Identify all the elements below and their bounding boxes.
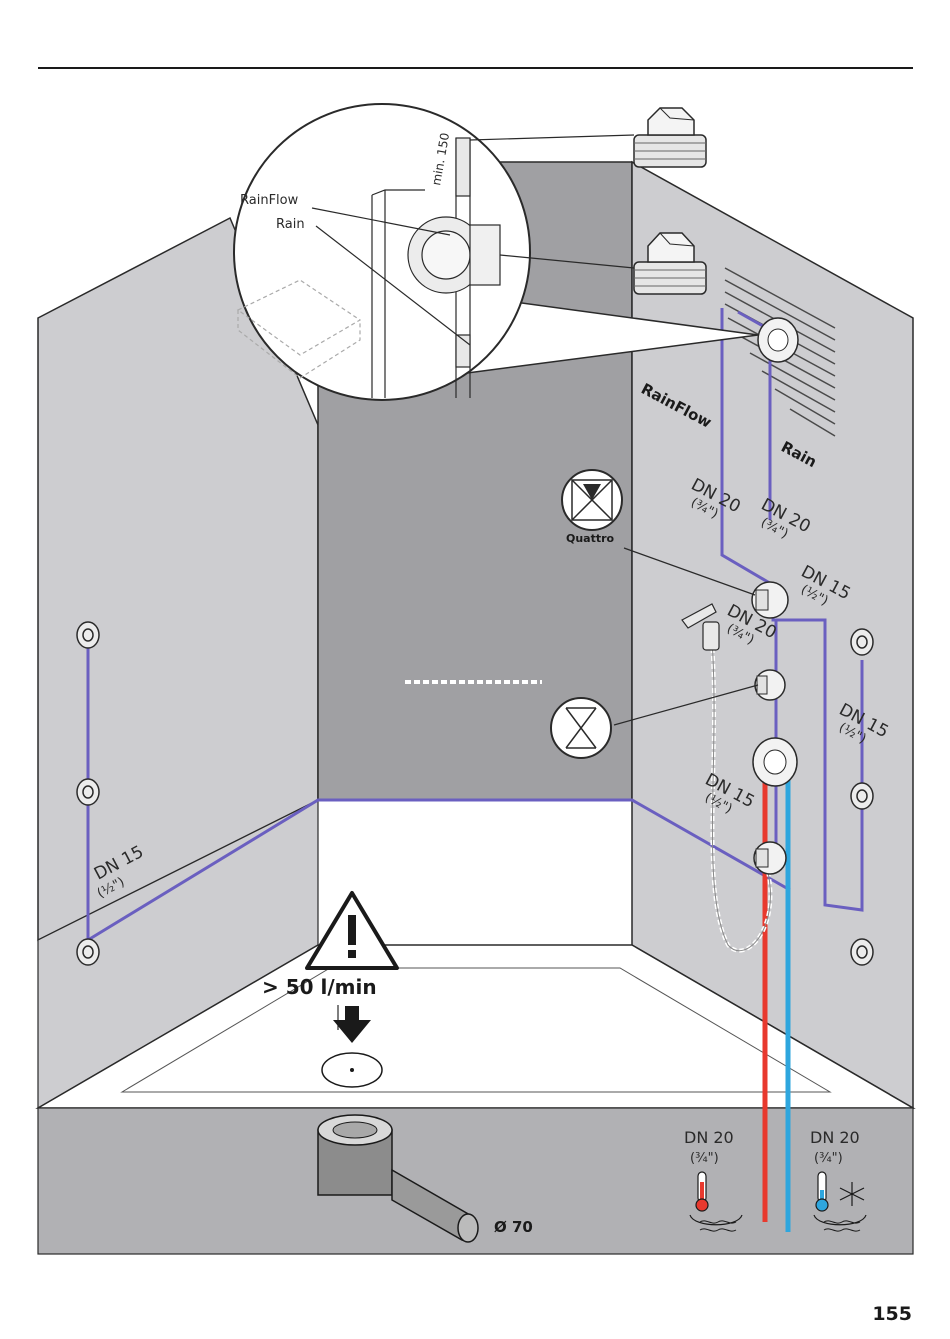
stop-valve-symbol-icon	[551, 698, 611, 758]
thermostat-valve-icon	[753, 738, 797, 786]
quattro-label: Quattro	[566, 532, 615, 545]
cold-supply-dn-label: DN 20	[810, 1128, 860, 1147]
rainflow-callout-label: RainFlow	[240, 193, 299, 208]
rain-callout-label: Rain	[276, 217, 305, 232]
plug-cap-icon	[634, 108, 706, 167]
flow-rate-label: > 50 l/min	[262, 975, 377, 999]
drain-diameter-label: Ø 70	[494, 1218, 533, 1236]
quattro-symbol-icon	[562, 470, 622, 530]
cold-supply-size-label: (¾")	[814, 1151, 843, 1166]
drain-cover-icon	[322, 1053, 382, 1087]
warning-triangle-icon	[307, 893, 397, 968]
rain-mixer-valve-icon	[758, 318, 798, 362]
hot-supply-dn-label: DN 20	[684, 1128, 734, 1147]
stop-valve-icon	[755, 670, 785, 700]
wall-outlet-valve-icon	[754, 842, 786, 874]
page-number: 155	[872, 1303, 912, 1325]
hot-supply-size-label: (¾")	[690, 1151, 719, 1166]
